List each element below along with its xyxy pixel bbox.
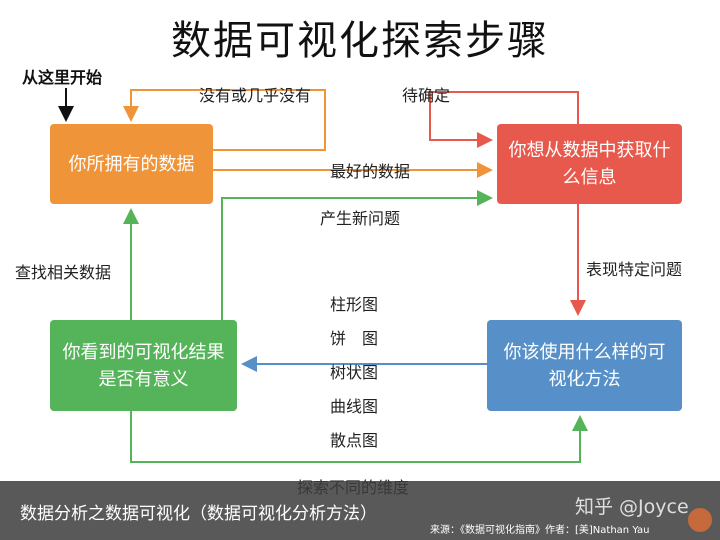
label-pending: 待确定 xyxy=(402,86,451,105)
source-credit: 来源：《数据可视化指南》作者：[美]Nathan Yau xyxy=(430,525,650,536)
label-best-data: 最好的数据 xyxy=(330,162,411,181)
chart-type-item: 饼 图 xyxy=(330,329,379,348)
caption-text: 数据分析之数据可视化（数据可视化分析方法） xyxy=(20,504,377,524)
caption-bar xyxy=(0,481,720,540)
edge-explore-dimensions xyxy=(130,411,588,463)
chart-type-item: 散点图 xyxy=(330,431,379,450)
chart-type-item: 曲线图 xyxy=(330,397,379,416)
chart-type-item: 树状图 xyxy=(330,363,379,382)
page-title: 数据可视化探索步骤 xyxy=(171,18,549,64)
label-none: 没有或几乎没有 xyxy=(199,86,312,105)
watermark: 知乎 @Joyce xyxy=(575,496,689,518)
box-data-have: 你所拥有的数据 xyxy=(50,124,213,204)
label-specific-question: 表现特定问题 xyxy=(586,260,683,279)
chart-type-list: 柱形图 饼 图 树状图 曲线图 散点图 xyxy=(330,288,390,458)
label-find-data: 查找相关数据 xyxy=(15,263,112,282)
box-info-want: 你想从数据中获取什么信息 xyxy=(497,124,682,204)
start-label: 从这里开始 xyxy=(22,68,103,87)
label-new-question: 产生新问题 xyxy=(320,209,401,228)
edge-new-question xyxy=(221,190,493,320)
edge-pending xyxy=(470,91,579,124)
box-result-meaning: 你看到的可视化结果是否有意义 xyxy=(50,320,237,411)
chart-type-item: 柱形图 xyxy=(330,295,379,314)
edge-none xyxy=(123,89,326,151)
avatar-logo-icon xyxy=(688,508,712,532)
box-visualize-how: 你该使用什么样的可视化方法 xyxy=(487,320,682,411)
